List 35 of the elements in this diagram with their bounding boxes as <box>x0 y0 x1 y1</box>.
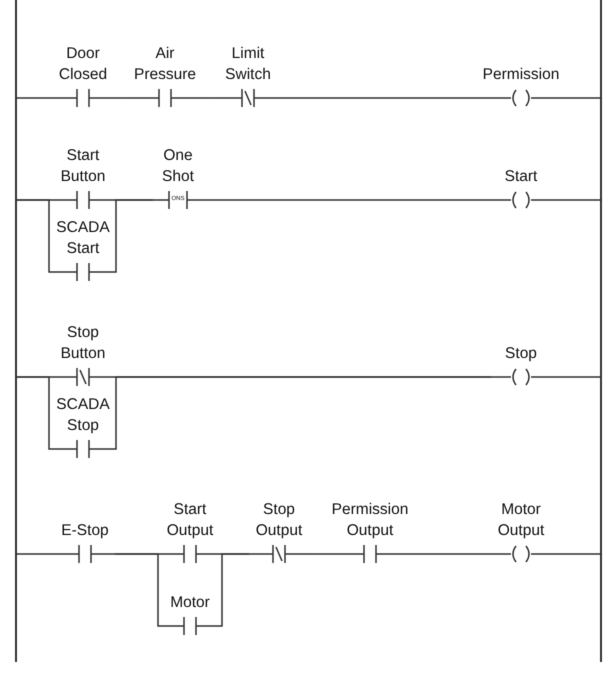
wire <box>17 376 54 450</box>
wire <box>203 199 491 201</box>
contact-label: Door Closed <box>58 44 108 85</box>
contact-label: Start Button <box>60 146 106 187</box>
wire <box>278 97 471 99</box>
wire <box>218 553 249 627</box>
coil-label: Start <box>504 167 538 187</box>
wire <box>17 553 55 555</box>
wire <box>309 553 322 555</box>
contact-label: Permission Output <box>330 500 410 541</box>
wire <box>571 97 600 99</box>
contact-label: One Shot <box>161 146 195 187</box>
wire <box>551 199 600 201</box>
contact-label: Limit Switch <box>224 44 272 85</box>
contact-label: Stop Output <box>254 500 304 541</box>
wire <box>551 553 600 555</box>
wire <box>112 199 153 273</box>
coil-label: Permission <box>482 65 560 85</box>
coil-label: Motor Output <box>496 500 546 541</box>
wire <box>17 199 54 273</box>
wire <box>418 553 491 555</box>
contact-label: Start Output <box>166 500 214 541</box>
wire <box>115 553 162 627</box>
wire <box>112 376 491 450</box>
contact-label: SCADA Stop <box>55 395 111 436</box>
wire <box>551 376 600 378</box>
contact-label: E-Stop <box>61 521 109 541</box>
contact-label: Air Pressure <box>132 44 198 85</box>
contact-label: Stop Button <box>60 323 106 364</box>
contact-label: SCADA Start <box>55 218 111 259</box>
wire <box>203 97 218 99</box>
wire <box>115 97 127 99</box>
coil-label: Stop <box>505 344 537 364</box>
contact-label: Motor <box>170 593 210 613</box>
wire <box>17 97 51 99</box>
